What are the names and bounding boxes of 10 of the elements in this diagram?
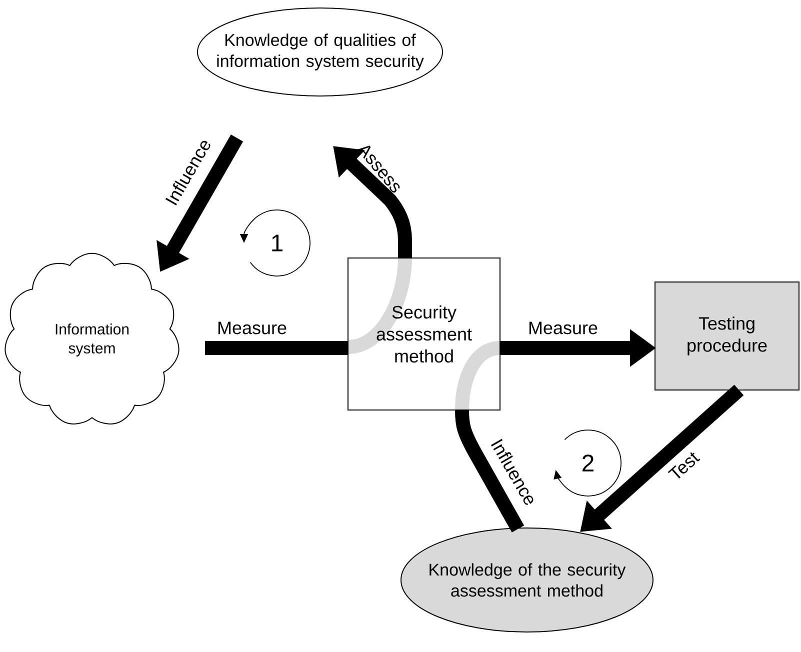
process-box: Testing procedure (654, 281, 800, 390)
oval-node: Knowledge of the security assessment method (400, 527, 654, 632)
edge-label: Measure (529, 322, 598, 334)
edge-label: Test (668, 452, 700, 478)
cloud-node: Information system (4, 252, 180, 424)
cycle-number: 1 (272, 234, 282, 252)
cycle-number: 2 (582, 454, 594, 472)
edge-label: Measure (218, 322, 286, 334)
process-box: Security assessment method (348, 257, 500, 410)
oval-node: Knowledge of qualities of information system security (197, 7, 443, 96)
